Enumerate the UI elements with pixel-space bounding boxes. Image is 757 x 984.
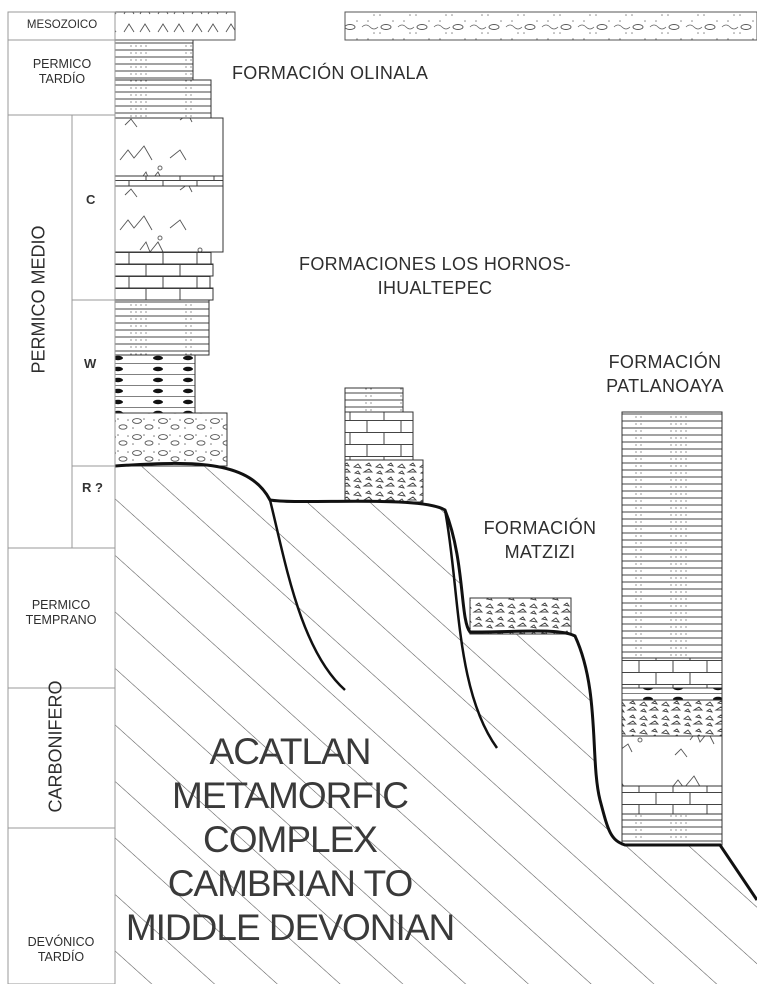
period-devonico-tardio: DEVÓNICO TARDÍO [8, 935, 114, 965]
period-permico-tardio: PERMICO TARDÍO [10, 57, 114, 87]
subdivision-c: C [86, 192, 96, 207]
label-formacion-patlanoaya: FORMACIÓN PATLANOAYA [585, 350, 745, 398]
acatlan-line5: MIDDLE DEVONIAN [125, 907, 455, 948]
label-matzizi-line2: MATZIZI [504, 542, 576, 562]
basement-curve-1 [268, 499, 346, 691]
mesozoic-volcanic-strip [114, 11, 236, 41]
acatlan-line2: METAMORFIC [172, 775, 409, 816]
column-matzizi [469, 597, 572, 635]
label-formaciones-los-hornos: FORMACIONES LOS HORNOS- IHUALTEPEC [290, 252, 580, 300]
period-mesozoico: MESOZOICO [26, 19, 98, 31]
subdivision-r: R ? [82, 480, 103, 495]
period-permico-temprano-line1: PERMICO [31, 598, 91, 612]
label-patlanoaya-line1: FORMACIÓN [608, 352, 722, 372]
period-devonico-tardio-line1: DEVÓNICO [27, 935, 95, 949]
period-permico-tardio-line2: TARDÍO [38, 72, 86, 86]
subdivision-w: W [84, 356, 97, 371]
label-los-hornos-line1: FORMACIONES LOS HORNOS- [299, 254, 571, 274]
column-patlanoaya [621, 411, 723, 846]
label-acatlan-complex: ACATLAN METAMORFIC COMPLEX CAMBRIAN TO M… [120, 730, 460, 950]
label-formacion-matzizi: FORMACIÓN MATZIZI [465, 516, 615, 564]
label-matzizi-line1: FORMACIÓN [483, 518, 597, 538]
label-los-hornos-line2: IHUALTEPEC [377, 278, 493, 298]
period-permico-temprano: PERMICO TEMPRANO [8, 598, 114, 628]
acatlan-line1: ACATLAN [209, 731, 372, 772]
acatlan-line4: CAMBRIAN TO [167, 863, 414, 904]
basement-contact-line [114, 461, 757, 901]
period-carbonifero: CARBONIFERO [45, 680, 66, 813]
acatlan-line3: COMPLEX [203, 819, 378, 860]
label-formacion-olinala: FORMACIÓN OLINALA [232, 63, 429, 83]
label-patlanoaya-line2: PATLANOAYA [606, 376, 724, 396]
mesozoic-sandstone-strip [344, 11, 757, 41]
basement-curve-2 [443, 509, 499, 749]
period-permico-tardio-line1: PERMICO [32, 57, 92, 71]
column-olinala [114, 39, 228, 467]
period-permico-medio: PERMICO MEDIO [28, 225, 49, 374]
time-scale-frame [7, 11, 116, 984]
period-devonico-tardio-line2: TARDÍO [37, 950, 85, 964]
period-permico-temprano-line2: TEMPRANO [25, 613, 97, 627]
column-los-hornos [344, 387, 424, 503]
